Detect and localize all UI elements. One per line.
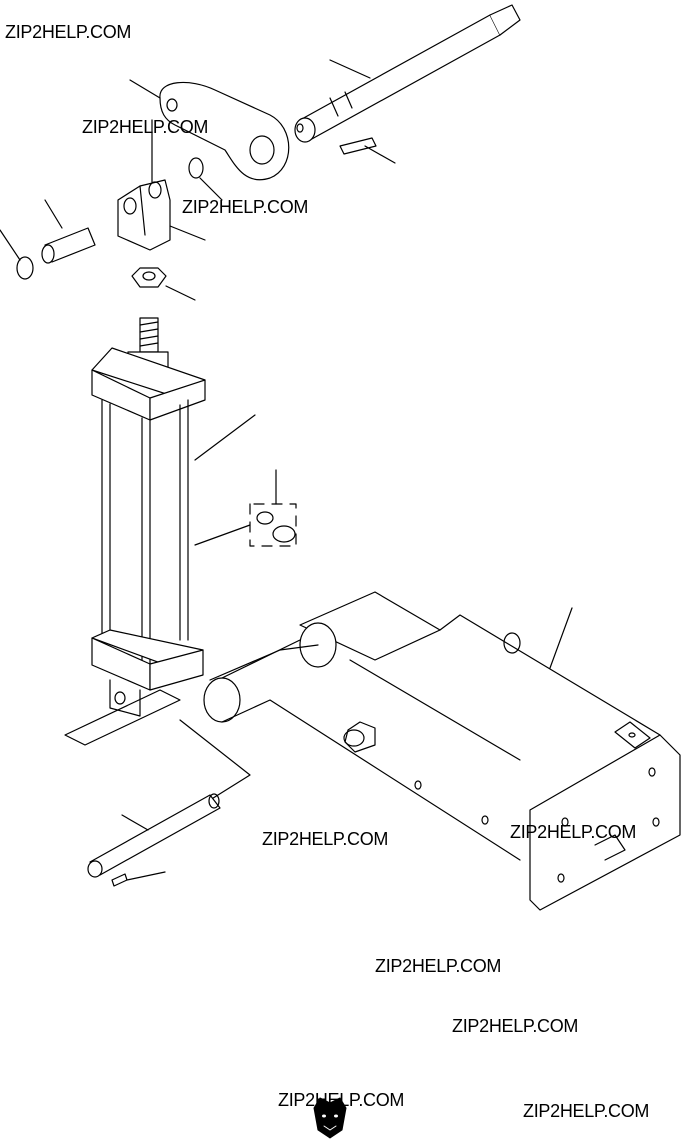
watermark: ZIP2HELP.COM bbox=[523, 1101, 650, 1121]
watermark: ZIP2HELP.COM bbox=[278, 1090, 405, 1110]
watermark: ZIP2HELP.COM bbox=[375, 956, 502, 976]
roll-pin-part bbox=[112, 872, 165, 886]
clevis-part bbox=[118, 120, 205, 250]
seal-kit-callout bbox=[195, 470, 296, 546]
pivot-pin-part bbox=[88, 794, 220, 877]
snap-ring-part bbox=[189, 158, 222, 200]
hydraulic-cylinder-part bbox=[92, 318, 255, 716]
bear-head-logo bbox=[314, 1098, 346, 1138]
clevis-pin-part bbox=[42, 200, 95, 263]
watermark: ZIP2HELP.COM bbox=[5, 22, 132, 42]
lever-arm-part bbox=[130, 80, 289, 180]
watermark: ZIP2HELP.COM bbox=[82, 117, 209, 137]
watermark: ZIP2HELP.COM bbox=[452, 1016, 579, 1036]
key-part bbox=[340, 138, 395, 163]
hex-nut-part bbox=[132, 268, 195, 300]
watermark: ZIP2HELP.COM bbox=[182, 197, 309, 217]
watermark: ZIP2HELP.COM bbox=[262, 829, 389, 849]
base-frame-part bbox=[65, 592, 680, 910]
watermark: ZIP2HELP.COM bbox=[510, 822, 637, 842]
shaft-part bbox=[295, 5, 520, 142]
snap-ring-left-part bbox=[0, 230, 33, 279]
